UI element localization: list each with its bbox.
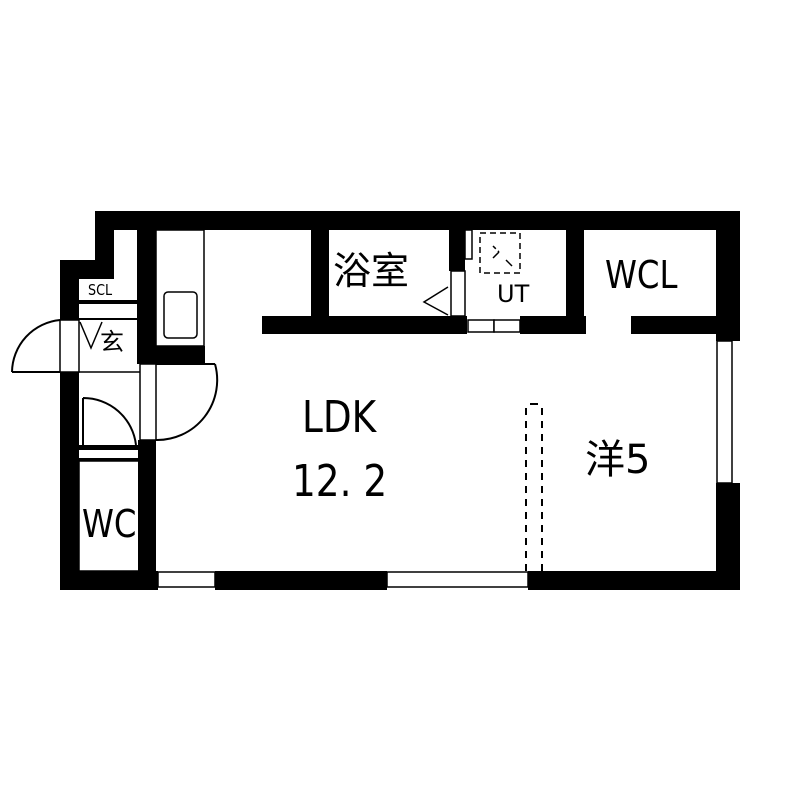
room-area-ldk: 12. 2 — [292, 456, 388, 507]
room-label-shoe-closet: SCL — [88, 281, 113, 299]
entry-door-arc — [11, 319, 61, 373]
window-right — [716, 340, 733, 484]
room-label-toilet: WC — [82, 502, 137, 546]
bath-ut-fixtures — [422, 229, 521, 317]
room-label-entrance: 玄 — [100, 328, 124, 356]
walls — [60, 211, 740, 590]
room-label-bathroom: 浴室 — [333, 249, 410, 293]
window-bottom-left — [157, 571, 216, 588]
ut-shelf — [464, 229, 473, 260]
ldk-door-frame — [139, 363, 157, 441]
sliding-door — [525, 403, 543, 571]
entry-door-frame — [59, 319, 80, 373]
bath-door-swing-icon — [422, 286, 449, 316]
room-label-walk-in-closet: WCL — [605, 253, 678, 297]
window-bottom-mid — [386, 571, 529, 588]
washing-machine-icon — [479, 232, 521, 274]
ut-vent-right — [493, 319, 521, 333]
kitchen — [155, 229, 205, 347]
bath-door-panel — [450, 270, 466, 317]
wc-door-arc — [82, 396, 137, 446]
ut-vent-left — [467, 319, 495, 333]
room-label-western-room: 洋5 — [585, 437, 651, 483]
sink-icon — [163, 291, 198, 339]
kitchen-counter — [155, 229, 205, 347]
entrance-marker-icon — [79, 321, 103, 350]
doors — [11, 319, 219, 446]
windows — [157, 319, 733, 588]
wc-room — [78, 460, 140, 572]
ldk-door-arc — [155, 363, 219, 442]
room-label-ldk: LDK — [302, 392, 377, 443]
room-label-utility: UT — [497, 280, 530, 308]
